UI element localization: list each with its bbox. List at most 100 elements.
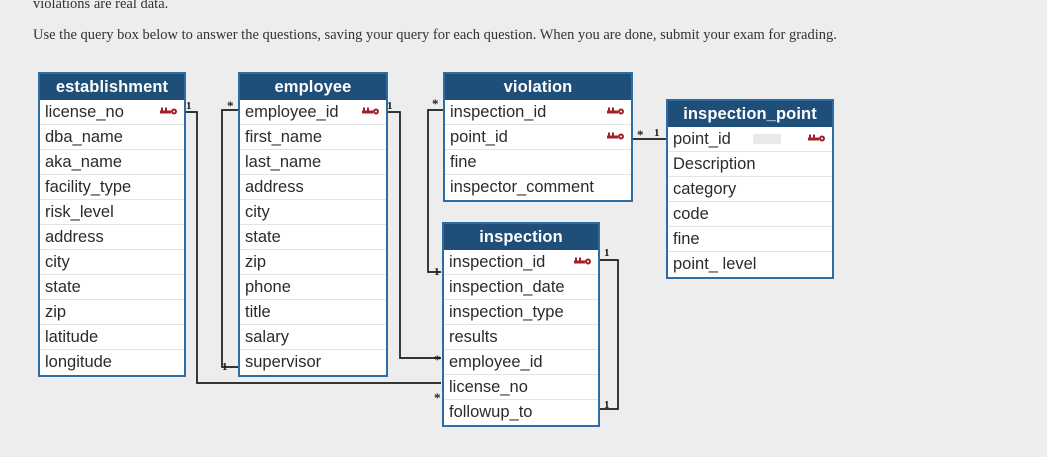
attribute-row[interactable]: category [668, 177, 832, 202]
attribute-label: license_no [45, 103, 124, 121]
attribute-label: state [245, 228, 281, 246]
primary-key-icon [574, 257, 591, 267]
attribute-row[interactable]: inspector_comment [445, 175, 631, 200]
attribute-label: code [673, 205, 709, 223]
attribute-row[interactable]: Description [668, 152, 832, 177]
attribute-row[interactable]: inspection_id [445, 100, 631, 125]
attribute-row[interactable]: inspection_id [444, 250, 598, 275]
attribute-list-inspection: inspection_id inspection_date inspection_t… [444, 250, 598, 425]
primary-key-icon [607, 107, 624, 117]
primary-key-icon [362, 107, 379, 117]
cardinality-label: 1 [604, 247, 610, 259]
cardinality-label: * [434, 390, 441, 405]
connector-employee-supervisor [221, 109, 238, 368]
attribute-row[interactable]: employee_id [444, 350, 598, 375]
connector-inspection-violation [427, 109, 443, 273]
attribute-label: dba_name [45, 128, 123, 146]
primary-key-icon [160, 107, 177, 117]
attribute-label: address [245, 178, 304, 196]
entity-title-employee: employee [240, 74, 386, 100]
attribute-label: license_no [449, 378, 528, 396]
attribute-row[interactable]: title [240, 300, 386, 325]
attribute-row[interactable]: state [40, 275, 184, 300]
attribute-label: inspection_date [449, 278, 565, 296]
entity-title-establishment: establishment [40, 74, 184, 100]
attribute-label: results [449, 328, 498, 346]
attribute-label: salary [245, 328, 290, 346]
attribute-row[interactable]: dba_name [40, 125, 184, 150]
attribute-label: fine [673, 230, 700, 248]
attribute-row[interactable]: fine [668, 227, 832, 252]
attribute-row[interactable]: state [240, 225, 386, 250]
attribute-row[interactable]: latitude [40, 325, 184, 350]
attribute-row[interactable]: zip [40, 300, 184, 325]
attribute-label: city [45, 253, 70, 271]
attribute-row[interactable]: city [240, 200, 386, 225]
attribute-row[interactable]: salary [240, 325, 386, 350]
attribute-row[interactable]: supervisor [240, 350, 386, 375]
cardinality-label: * [227, 98, 234, 113]
attribute-row[interactable]: followup_to [444, 400, 598, 425]
attribute-row[interactable]: code [668, 202, 832, 227]
attribute-row[interactable]: zip [240, 250, 386, 275]
primary-key-icon [808, 134, 825, 144]
entity-establishment[interactable]: establishment license_no dba_name aka_name… [38, 72, 186, 377]
attribute-label: point_id [450, 128, 508, 146]
attribute-label: title [245, 303, 271, 321]
attribute-label: Description [673, 155, 756, 173]
attribute-label: inspection_id [449, 253, 546, 271]
attribute-row[interactable]: longitude [40, 350, 184, 375]
attribute-row[interactable]: point_id [445, 125, 631, 150]
attribute-row[interactable]: last_name [240, 150, 386, 175]
intro-paragraph-instructions: Use the query box below to answer the qu… [33, 27, 837, 43]
connector-employee-inspection [387, 111, 441, 359]
attribute-label: city [245, 203, 270, 221]
attribute-label: phone [245, 278, 291, 296]
connector-inspection-followup [600, 259, 619, 410]
connector-establishment-inspection [186, 111, 441, 384]
attribute-label: facility_type [45, 178, 132, 196]
attribute-row[interactable]: address [240, 175, 386, 200]
attribute-row[interactable]: inspection_type [444, 300, 598, 325]
attribute-row[interactable]: point_ level [668, 252, 832, 277]
attribute-label: point_ level [673, 255, 757, 273]
attribute-label: fine [450, 153, 477, 171]
attribute-row[interactable]: results [444, 325, 598, 350]
attribute-row[interactable]: employee_id [240, 100, 386, 125]
attribute-row[interactable]: risk_level [40, 200, 184, 225]
attribute-row[interactable]: license_no [40, 100, 184, 125]
attribute-row[interactable]: facility_type [40, 175, 184, 200]
attribute-row[interactable]: address [40, 225, 184, 250]
entity-title-inspection-point: inspection_point [668, 101, 832, 127]
cardinality-label: 1 [387, 100, 393, 112]
cardinality-label: * [637, 127, 644, 142]
cardinality-label: 1 [604, 399, 610, 411]
attribute-label: address [45, 228, 104, 246]
attribute-row[interactable]: first_name [240, 125, 386, 150]
attribute-label: inspector_comment [450, 178, 594, 196]
primary-key-icon [607, 132, 624, 142]
attribute-label: inspection_id [450, 103, 547, 121]
attribute-row[interactable]: phone [240, 275, 386, 300]
attribute-label: aka_name [45, 153, 123, 171]
attribute-row[interactable]: inspection_date [444, 275, 598, 300]
attribute-label: inspection_type [449, 303, 564, 321]
cardinality-label: * [434, 352, 441, 367]
cardinality-label: 1 [222, 361, 228, 373]
cardinality-label: 1 [654, 127, 660, 139]
entity-title-violation: violation [445, 74, 631, 100]
attribute-row[interactable]: point_id [668, 127, 832, 152]
attribute-row[interactable]: aka_name [40, 150, 184, 175]
attribute-row[interactable]: fine [445, 150, 631, 175]
attribute-label: last_name [245, 153, 322, 171]
attribute-row[interactable]: city [40, 250, 184, 275]
attribute-row[interactable]: license_no [444, 375, 598, 400]
